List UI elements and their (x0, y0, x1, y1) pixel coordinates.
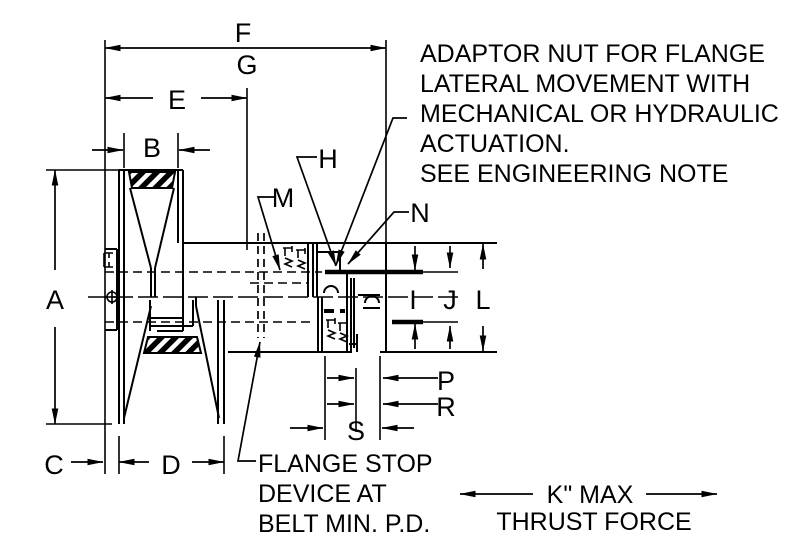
flange-stop-line-1: FLANGE STOP (258, 450, 433, 478)
dim-label-f: F (235, 18, 252, 48)
dim-label-g: G (236, 50, 257, 80)
leader-flange-stop (236, 341, 261, 462)
leaders (236, 117, 409, 462)
dim-label-c: C (44, 450, 64, 480)
dimensions (46, 40, 718, 498)
flange-stop-line-3: BELT MIN. P.D. (258, 510, 430, 538)
dim-label-m: M (272, 183, 295, 213)
leader-H (295, 156, 337, 267)
belt-section-max-pd (127, 171, 177, 189)
adaptor-note-line-4: ACTUATION. (420, 130, 570, 158)
adaptor-note: ADAPTOR NUT FOR FLANGE LATERAL MOVEMENT … (420, 40, 779, 188)
adaptor-note-line-5: SEE ENGINEERING NOTE (420, 160, 728, 188)
adaptor-note-line-3: MECHANICAL OR HYDRAULIC (420, 100, 779, 128)
phantom-flange-lines (257, 233, 265, 338)
belt-section-min-pd (142, 336, 203, 354)
dim-label-j: J (443, 285, 457, 315)
dim-label-l: L (475, 285, 490, 315)
thrust-force-line-2: THRUST FORCE (496, 508, 691, 536)
center-mark-icon (105, 290, 119, 304)
pulley-section (103, 169, 225, 424)
dim-label-d: D (161, 450, 181, 480)
dim-label-i: I (409, 285, 417, 315)
flange-stop-note: FLANGE STOP DEVICE AT BELT MIN. P.D. (258, 450, 433, 538)
dim-label-e: E (168, 85, 186, 115)
nut-hole-arc-right (364, 295, 380, 304)
dim-label-s: S (347, 416, 365, 446)
adaptor-note-line-1: ADAPTOR NUT FOR FLANGE (420, 40, 765, 68)
dim-label-a: A (46, 285, 64, 315)
leader-adaptor-note (335, 117, 407, 266)
hidden-bore-lines (105, 271, 322, 323)
adaptor-note-line-2: LATERAL MOVEMENT WITH (420, 70, 750, 98)
leader-M (256, 196, 281, 271)
thrust-force-note: K" MAX THRUST FORCE (496, 481, 691, 536)
thrust-force-line-1: K" MAX (547, 481, 634, 509)
dim-label-b: B (143, 133, 161, 163)
nut-hole-arc-left (323, 285, 339, 294)
leader-N (347, 211, 409, 265)
retaining-clip-detail (103, 252, 113, 268)
dim-label-p: P (437, 366, 455, 396)
flange-stop-line-2: DEVICE AT (258, 480, 387, 508)
dim-label-r: R (436, 392, 456, 422)
dim-label-h: H (318, 144, 338, 174)
dim-label-n: N (410, 198, 430, 228)
dimension-labels: A B C D E F G H I J L M N P R S (44, 18, 490, 480)
body-section (183, 242, 497, 353)
